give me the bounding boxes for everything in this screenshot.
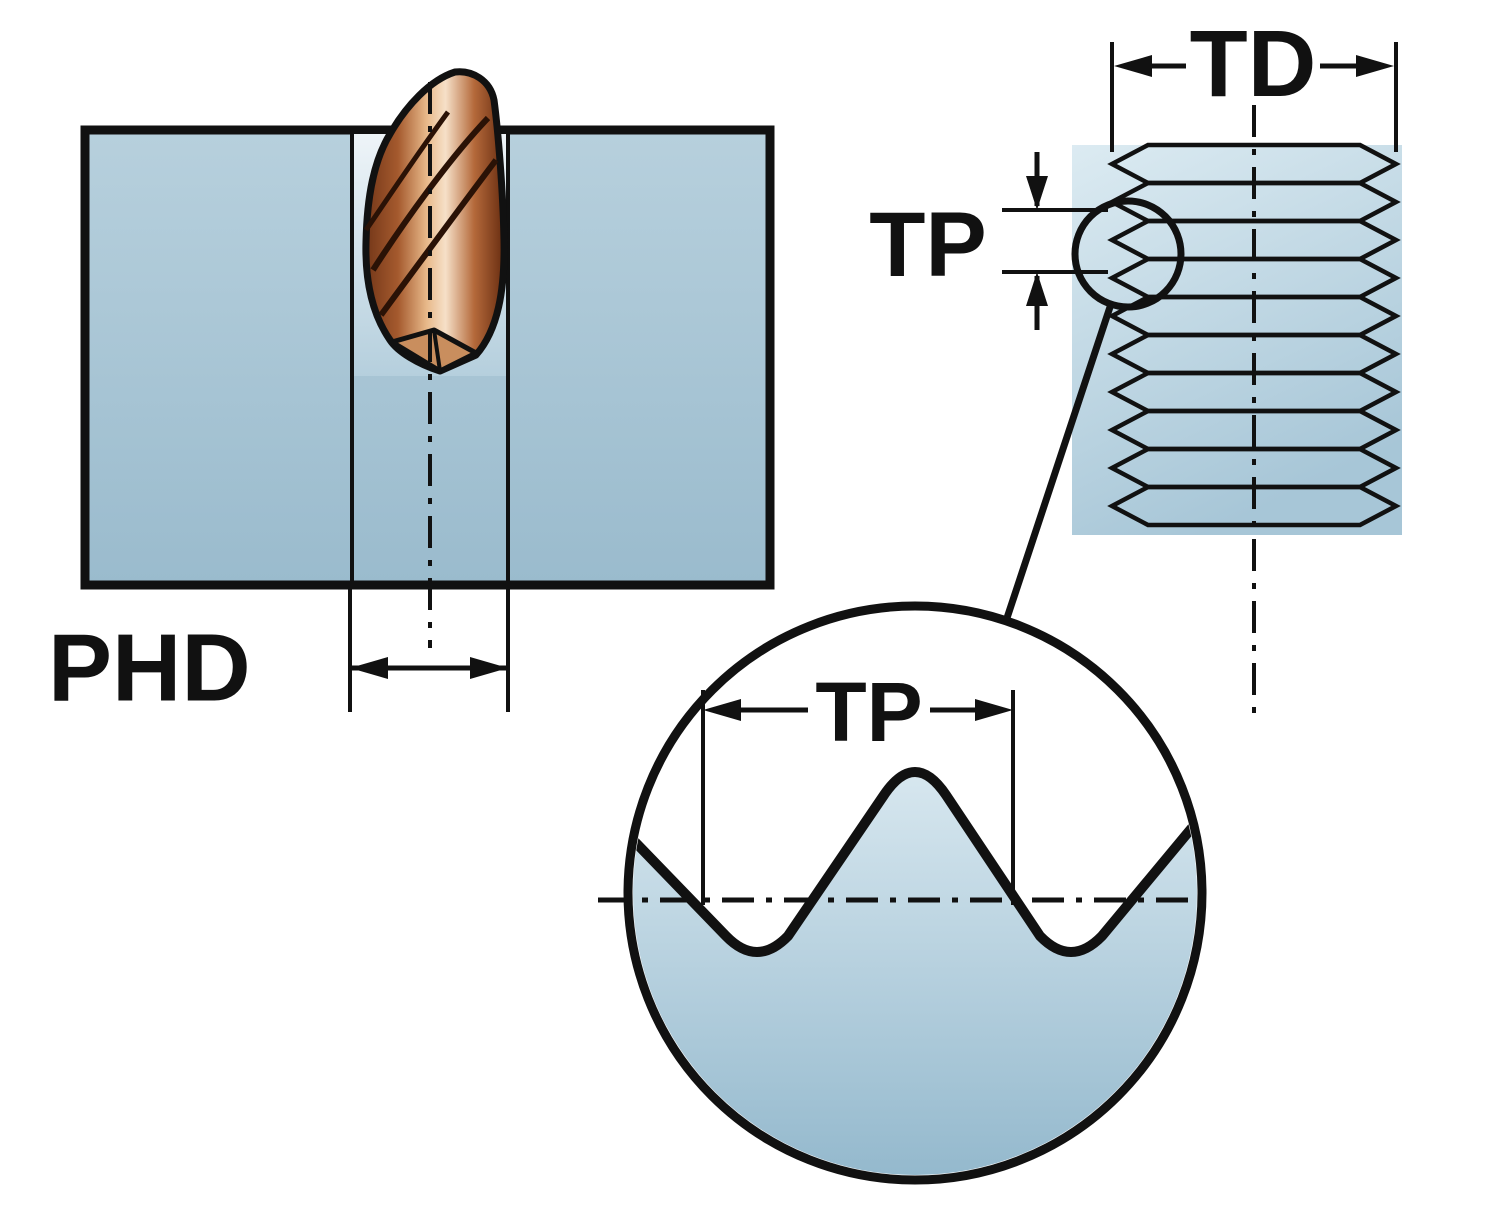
td-arrow-right-icon — [1356, 55, 1394, 77]
thread-profile — [633, 767, 1197, 1175]
tp-side-label: TP — [869, 194, 987, 296]
drill-flute-line — [370, 115, 491, 272]
detail-leader-line — [1002, 302, 1115, 623]
thread-cross-section — [1072, 105, 1402, 722]
phd-label: PHD — [48, 615, 251, 722]
tp-arrow-up-icon — [1026, 272, 1048, 306]
drill-body — [362, 68, 508, 375]
magnifier-source-circle — [1071, 197, 1185, 311]
drill-tip-facet — [389, 327, 479, 374]
phd-arrow-right-icon — [470, 657, 508, 679]
tp-detail-arrow-right-icon — [975, 699, 1013, 721]
tp-side-dimension: TP — [869, 152, 1108, 330]
phd-arrow-left-icon — [350, 657, 388, 679]
drill-flute-line — [378, 158, 499, 317]
tp-detail-dimension: TP — [701, 665, 1015, 905]
drill-chisel-edge — [432, 329, 442, 372]
drill-flute-line — [363, 110, 451, 232]
detail-circle: TP — [598, 601, 1212, 1185]
thread-profile-fill — [633, 772, 1197, 1175]
td-arrow-left-icon — [1114, 55, 1152, 77]
thread-profile-outline — [633, 767, 1197, 957]
drill-tool — [362, 68, 508, 375]
td-label: TD — [1190, 11, 1317, 117]
phd-dimension: PHD — [48, 588, 510, 722]
tp-detail-arrow-left-icon — [703, 699, 741, 721]
tp-detail-label: TP — [815, 665, 922, 759]
td-dimension: TD — [1110, 11, 1398, 152]
thread-rows — [1107, 142, 1401, 528]
tp-arrow-down-icon — [1026, 176, 1048, 210]
